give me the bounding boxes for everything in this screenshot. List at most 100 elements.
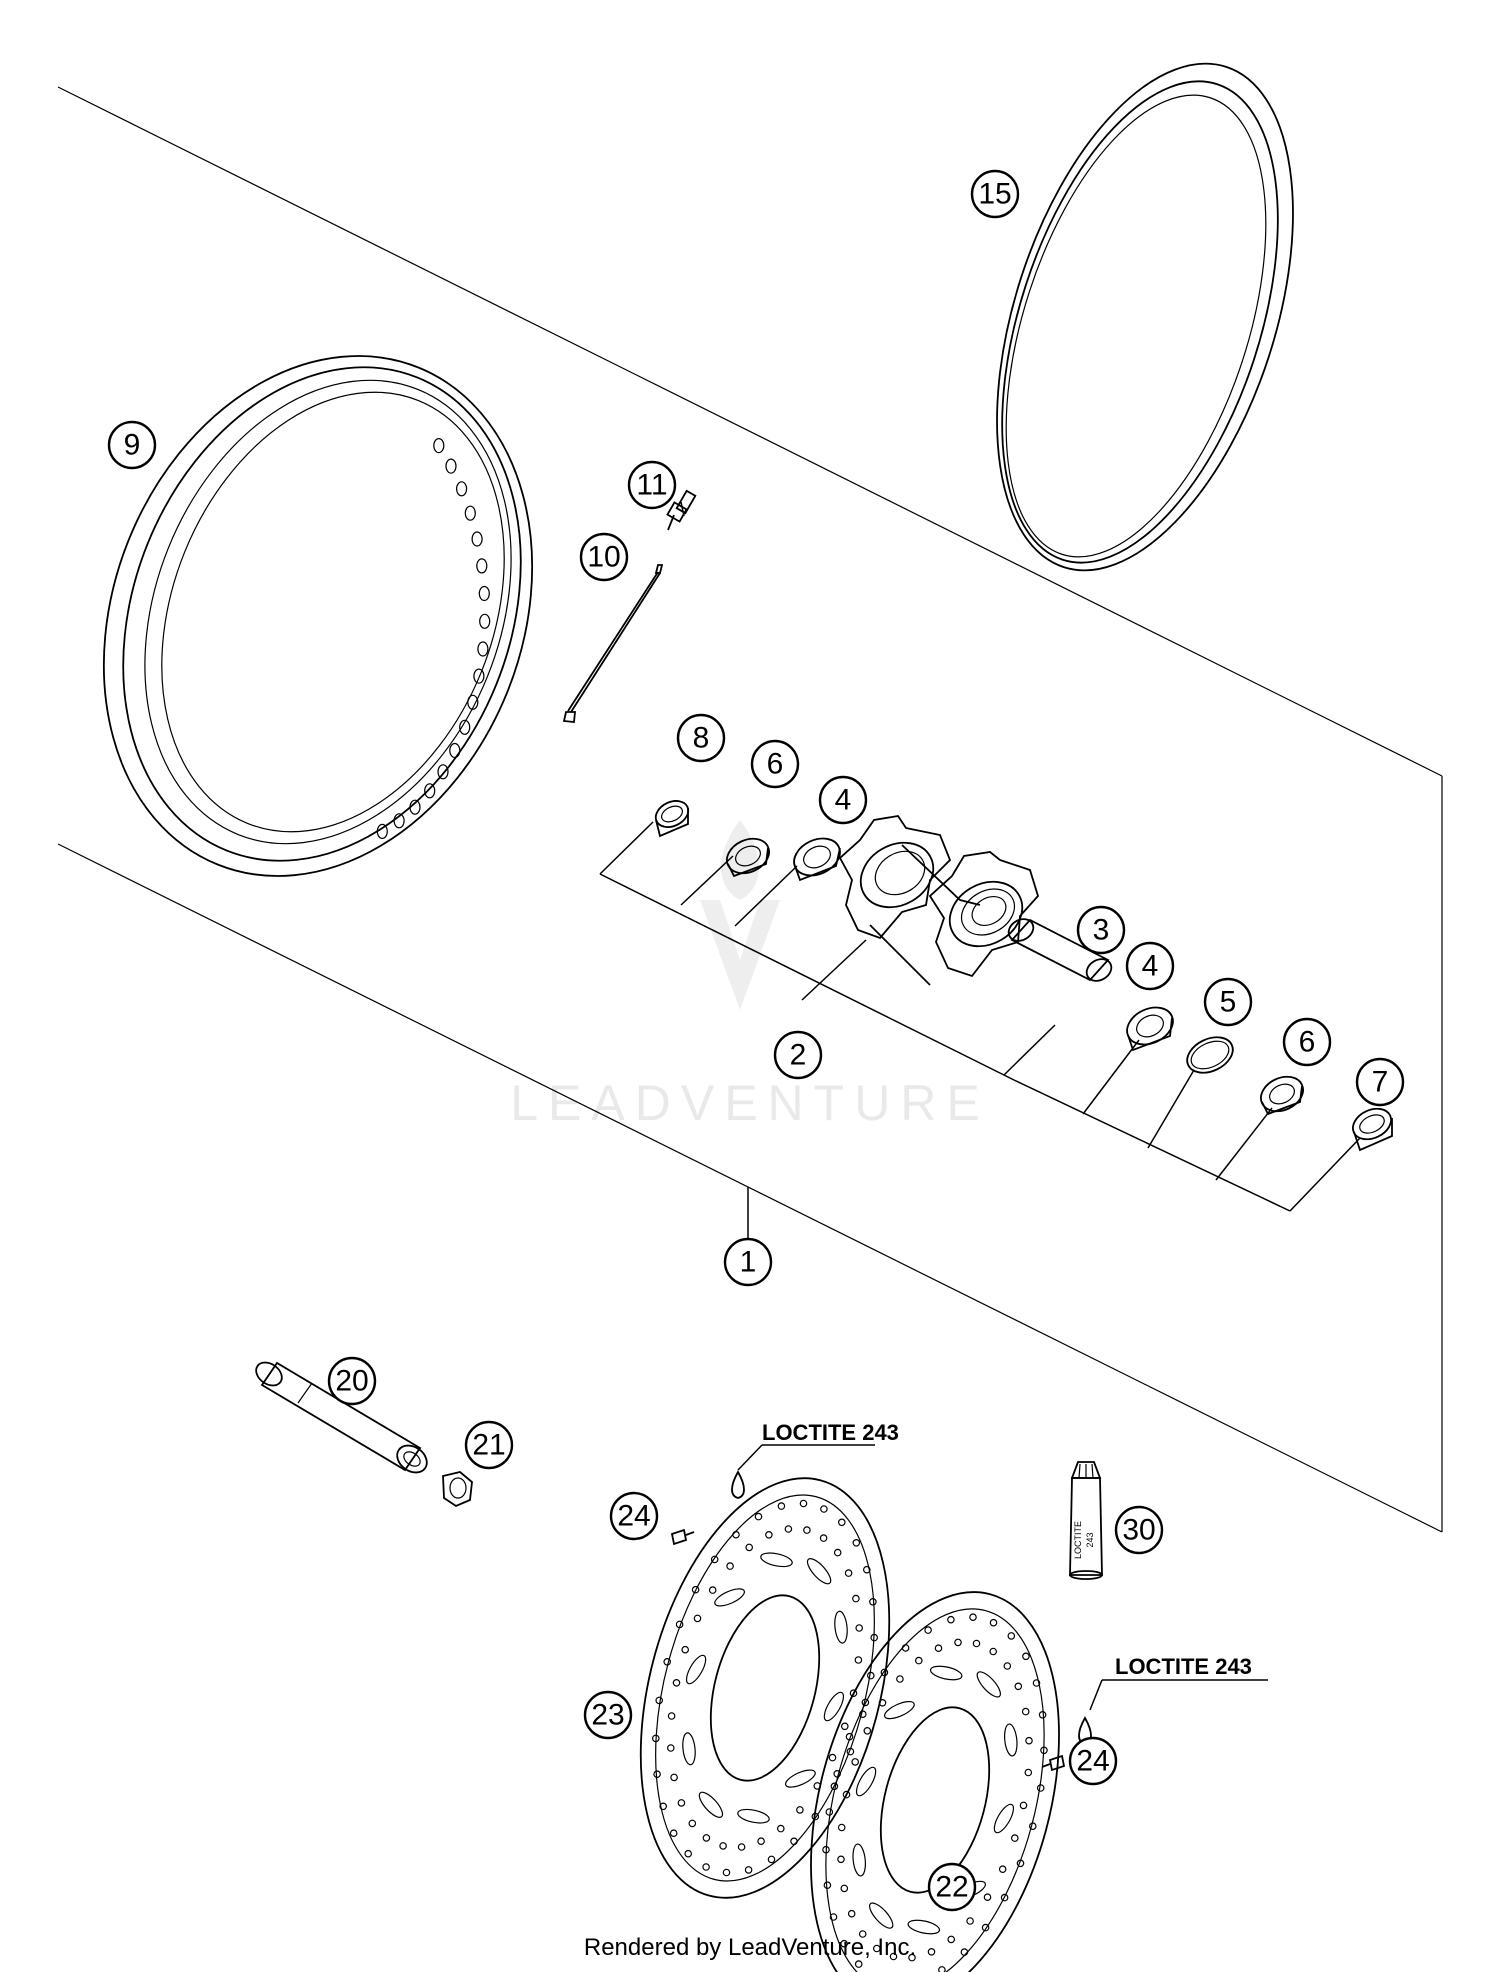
disc-hole (914, 1656, 923, 1665)
callout-number: 21 (472, 1429, 505, 1462)
disc-hole (803, 1526, 811, 1534)
disc-hole (1022, 1652, 1030, 1661)
callout-circle (609, 1491, 659, 1541)
brake-disc-part-22 (810, 1591, 1060, 1972)
brake-disc-23-holes (651, 1499, 879, 1877)
callout-circle (818, 775, 868, 825)
callout-c6a: 6 (750, 739, 800, 789)
disc-hole (684, 1849, 693, 1858)
disc-slot (907, 1919, 941, 1935)
disc-hole (732, 1530, 740, 1539)
callout-c10: 10 (579, 532, 629, 582)
disc-hole (777, 1502, 786, 1510)
callout-number: 22 (935, 1871, 968, 1904)
disc-hole (851, 1758, 860, 1766)
hub-part-2 (838, 815, 1040, 986)
disc-hole (722, 1868, 731, 1877)
rim-hole (424, 783, 436, 799)
disc-hole (863, 1727, 872, 1735)
disc-hole (1014, 1682, 1023, 1691)
watermark-text: LEADVENTURE (510, 1075, 990, 1131)
callout-c24a: 24 (609, 1491, 659, 1541)
callout-number: 20 (335, 1365, 368, 1398)
disc-hole (651, 1734, 660, 1743)
callout-number: 5 (1220, 986, 1237, 1019)
disc-hole (837, 1518, 846, 1527)
bottle-label-line1: LOCTITE (1073, 1521, 1083, 1559)
disc-hole (666, 1744, 675, 1752)
disc-hole (659, 1802, 668, 1811)
callout-c30: 30 (1114, 1505, 1164, 1555)
disc-hole (870, 1633, 879, 1642)
callout-circle (583, 1690, 633, 1740)
callout-number: 10 (587, 541, 620, 574)
callout-circle (970, 169, 1020, 219)
disc-slot (784, 1769, 816, 1788)
disc-hole (790, 1837, 798, 1846)
disc-hole (681, 1645, 690, 1654)
disc-hole (669, 1829, 678, 1838)
callout-c22: 22 (927, 1862, 977, 1912)
loctite-bottle-part-30: LOCTITE 243 (1069, 1461, 1103, 1580)
callout-circle (464, 1420, 514, 1470)
callout-circle (327, 1356, 377, 1406)
disc-hole (1024, 1768, 1033, 1777)
circlip-part-5 (1186, 1036, 1234, 1074)
disc-hole (719, 1842, 727, 1850)
disc-hole (924, 1626, 932, 1634)
disc-hole (866, 1671, 875, 1680)
disc-slot (760, 1552, 793, 1568)
disc-hole (655, 1696, 664, 1705)
disc-hole (710, 1555, 719, 1564)
disc-hole (981, 1923, 990, 1932)
disc-hole (889, 1952, 898, 1961)
watermark: LEADVENTURE (510, 820, 990, 1131)
disc-hole (833, 1770, 842, 1778)
disc-hole (872, 1944, 881, 1953)
disc-hole (854, 1656, 863, 1664)
callout-c5: 5 (1203, 977, 1253, 1027)
rim-hole (476, 558, 488, 574)
rim-hole (445, 458, 457, 474)
disc-hole (823, 1881, 832, 1890)
callout-circle (1068, 1736, 1118, 1786)
callout-circle (773, 1030, 823, 1080)
rim-hole (409, 799, 421, 815)
disc-slot (806, 1558, 832, 1585)
disc-hole (744, 1866, 753, 1874)
callout-number: 3 (1093, 914, 1110, 947)
disc-hole (852, 1539, 861, 1547)
rim-hole (433, 438, 445, 454)
callout-circle (723, 1237, 773, 1287)
disc-hole (861, 1698, 870, 1707)
rim-hole (467, 694, 479, 710)
disc-hole (966, 1917, 974, 1925)
callout-circle (750, 739, 800, 789)
disc-hole (1025, 1736, 1033, 1745)
disc-hole (878, 1699, 887, 1707)
disc-hole (844, 1569, 853, 1577)
disc-hole (954, 1638, 962, 1647)
loctite-drop-top (731, 1470, 745, 1499)
disc-hole (822, 1845, 830, 1854)
seal-part-6-right (1260, 1075, 1304, 1116)
callout-c7: 7 (1355, 1057, 1405, 1107)
disc-hole (799, 1499, 808, 1508)
leader-lines (599, 501, 1361, 1711)
rim-part-9 (102, 355, 534, 877)
disc-slot (685, 1654, 707, 1685)
disc-hole (849, 1689, 858, 1698)
disc-hole (737, 1843, 746, 1851)
callout-number: 15 (978, 178, 1011, 211)
disc-hole (796, 1806, 804, 1814)
disc-hole (862, 1565, 871, 1574)
spacer-part-3 (1007, 918, 1113, 982)
disc-hole (663, 1658, 672, 1666)
disc-slot (823, 1691, 845, 1722)
rim-band-part-15 (996, 62, 1294, 572)
callout-number: 1 (740, 1246, 757, 1279)
disc-hole (846, 1747, 855, 1756)
disc-hole (1007, 1632, 1016, 1640)
callout-c3: 3 (1076, 905, 1126, 955)
spacer-part-8 (654, 800, 690, 838)
